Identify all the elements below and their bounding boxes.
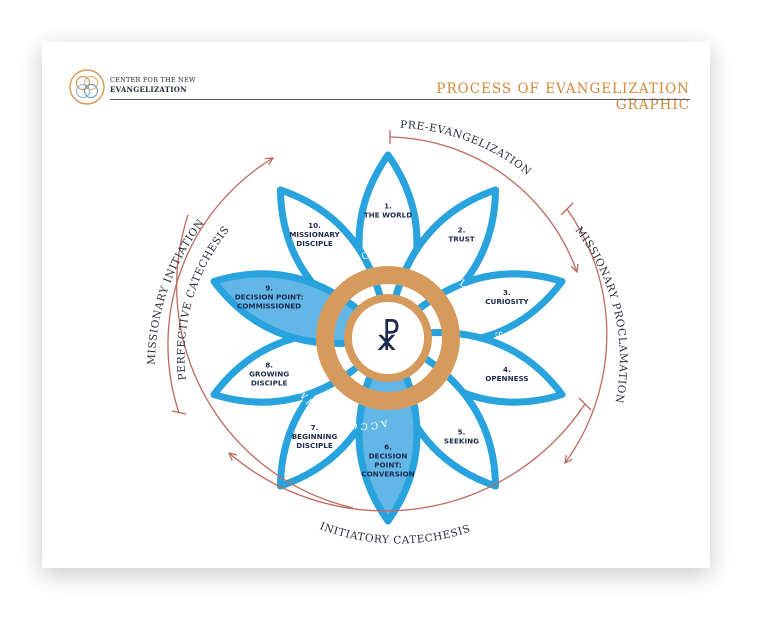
- organization-logo: [69, 69, 105, 105]
- petal-text: CURIOSITY: [485, 297, 529, 306]
- missionary-proclamation-arrow: [565, 208, 608, 463]
- pre-evangelization-arrow: [389, 136, 577, 272]
- petal-text: TRUST: [448, 234, 474, 243]
- accompaniment-ring: [316, 266, 460, 410]
- petal-label-3: 3.CURIOSITY: [485, 288, 529, 306]
- header-divider: [110, 99, 690, 100]
- petal-text: THE WORLD: [364, 211, 412, 220]
- petal-text: COMMISSIONED: [237, 301, 301, 310]
- petal-text: DISCIPLE: [296, 441, 333, 450]
- petal-number: 2.: [458, 225, 466, 234]
- petal-number: 9.: [265, 283, 273, 292]
- petal-text: DECISION: [369, 452, 408, 461]
- page-title: PROCESS OF EVANGELIZATION GRAPHIC: [436, 81, 690, 113]
- petal-text: CONVERSION: [361, 470, 414, 479]
- petal-label-9: 9.DECISION POINT:COMMISSIONED: [235, 283, 304, 310]
- chi-rho-icon: ☧: [375, 319, 402, 359]
- phase-label-initiatory-catechesis: INITIATORY CATECHESIS: [318, 520, 472, 546]
- organization-name: CENTER FOR THE NEW EVANGELIZATION: [110, 76, 196, 94]
- petal-text: SEEKING: [444, 437, 479, 446]
- perfective-catechesis-arrow: [176, 214, 354, 509]
- petal-number: 8.: [265, 361, 273, 370]
- center-circle: [344, 294, 432, 382]
- petal-label-1: 1.THE WORLD: [364, 202, 412, 220]
- petal-text: MISSIONARY: [289, 230, 340, 239]
- phase-label-pre-evangelization: PRE-EVANGELIZATION: [400, 119, 534, 178]
- org-line-1: CENTER FOR THE NEW: [110, 76, 196, 84]
- petal-label-4: 4.OPENNESS: [485, 365, 528, 383]
- petal-text: POINT:: [374, 461, 402, 470]
- missionary-proclamation-start-tick: [560, 202, 574, 216]
- initiatory-catechesis-arrow: [229, 403, 586, 512]
- missionary-initiation-arrow: [167, 158, 273, 414]
- petal-text: GROWING: [249, 370, 289, 379]
- petal-text: DISCIPLE: [296, 239, 333, 248]
- petal-text: OPENNESS: [485, 374, 528, 383]
- phase-label-missionary-proclamation: MISSIONARY PROCLAMATION: [573, 225, 629, 405]
- initiatory-catechesis-start-tick: [578, 397, 592, 411]
- petal-label-5: 5.SEEKING: [444, 428, 479, 446]
- petal-number: 4.: [503, 365, 511, 374]
- petal-text: DISCIPLE: [251, 379, 288, 388]
- petal-text: DECISION POINT:: [235, 292, 304, 301]
- org-line-2: EVANGELIZATION: [110, 85, 187, 94]
- petal-number: 7.: [311, 423, 319, 432]
- petal-number: 10.: [308, 221, 321, 230]
- petal-text: BEGINNING: [292, 432, 338, 441]
- phase-arrows: [167, 130, 608, 512]
- petal-number: 1.: [384, 202, 392, 211]
- petal-number: 6.: [384, 443, 392, 452]
- petal-label-2: 2.TRUST: [448, 225, 474, 243]
- petal-number: 5.: [458, 428, 466, 437]
- missionary-initiation-start-tick: [171, 410, 187, 415]
- petal-labels: 1.THE WORLD 2.TRUST 3.CURIOSITY 4.OPENNESS 5…: [235, 202, 530, 479]
- petal-number: 3.: [503, 288, 511, 297]
